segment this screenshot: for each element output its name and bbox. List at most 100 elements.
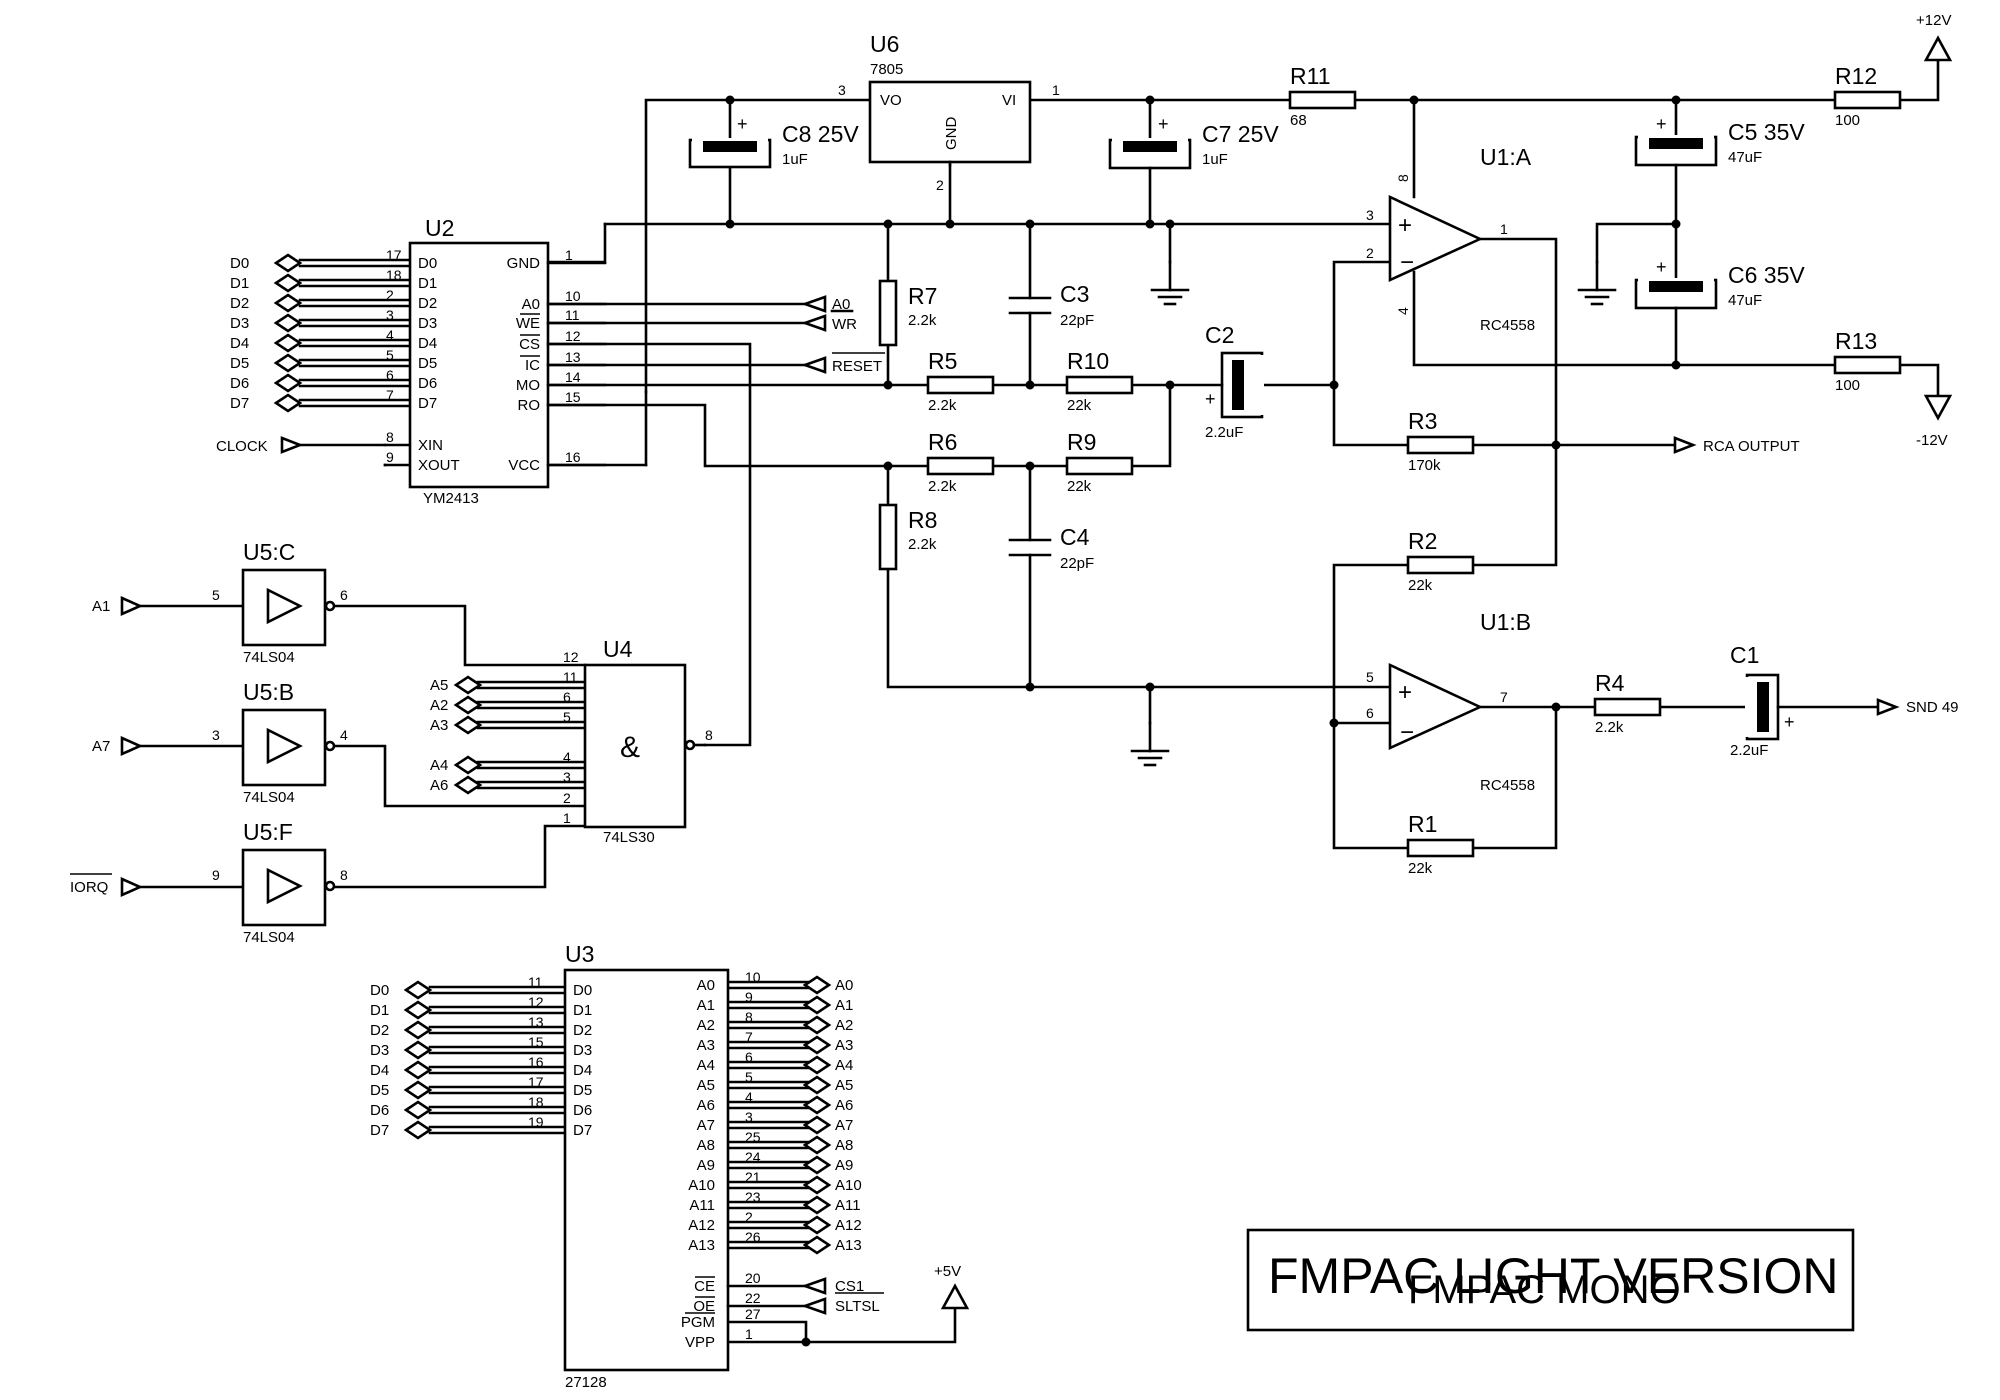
capacitor-c5: + C5 35V 47uF xyxy=(1634,114,1805,167)
title-box: FMPAC LIGHT VERSION FMPAC MONO xyxy=(1246,1228,1855,1332)
port-u3-data: D6 xyxy=(370,1102,389,1119)
port-u2-data: D5 xyxy=(230,355,249,372)
svg-text:2.2uF: 2.2uF xyxy=(1205,424,1243,441)
port-u2-data: D3 xyxy=(230,315,249,332)
bus-arrow xyxy=(802,1155,832,1175)
bus-arrow xyxy=(403,1100,433,1120)
bus-arrow xyxy=(802,1235,832,1255)
port-u4-addr: A3 xyxy=(430,717,448,734)
bus-arrow xyxy=(802,1075,832,1095)
bus-arrow xyxy=(403,1040,433,1060)
bus-arrow xyxy=(802,975,832,995)
svg-text:+: + xyxy=(1398,679,1412,706)
port-cs1: CS1 xyxy=(726,1277,864,1295)
u5b-model: 74LS04 xyxy=(243,789,295,806)
u2-pin-name: D4 xyxy=(418,335,437,352)
u2-pin-num: 4 xyxy=(386,327,394,343)
port-u3-data: D4 xyxy=(370,1062,389,1079)
inverter-u5f: U5:F 74LS04 9 8 xyxy=(212,819,348,946)
svg-text:C2: C2 xyxy=(1205,322,1234,348)
u5b-pin-out: 4 xyxy=(340,727,348,743)
bus-arrow xyxy=(802,1095,832,1115)
svg-text:WR: WR xyxy=(832,316,857,333)
bus-arrow xyxy=(453,755,483,775)
bus-arrow xyxy=(273,253,303,273)
u5c-pin-in: 5 xyxy=(212,587,220,603)
port-u3-addr: A1 xyxy=(835,997,853,1014)
u5c-model: 74LS04 xyxy=(243,649,295,666)
port-snd49: SND 49 xyxy=(1876,698,1959,716)
port-u3-data: D7 xyxy=(370,1122,389,1139)
u6-model: 7805 xyxy=(870,61,903,78)
port-u3-addr: A10 xyxy=(835,1177,862,1194)
u6-ref: U6 xyxy=(870,31,899,57)
u4-pin-num: 11 xyxy=(563,669,578,685)
bus-arrow xyxy=(802,1135,832,1155)
port-u3-addr: A4 xyxy=(835,1057,853,1074)
port-u3-data: D2 xyxy=(370,1022,389,1039)
u3-pin-num: 13 xyxy=(528,1014,544,1030)
u3-pin-num: 20 xyxy=(745,1270,761,1286)
u3-model: 27128 xyxy=(565,1374,607,1391)
svg-text:1uF: 1uF xyxy=(782,151,808,168)
port-u3-addr: A13 xyxy=(835,1237,862,1254)
svg-text:+: + xyxy=(1656,114,1667,134)
port-a0: A0 xyxy=(801,295,850,313)
svg-text:SND 49: SND 49 xyxy=(1906,699,1959,716)
port-u3-addr: A12 xyxy=(835,1217,862,1234)
port-u3-data: D5 xyxy=(370,1082,389,1099)
u2-pin-name: D7 xyxy=(418,395,437,412)
u4-symbol: & xyxy=(620,731,640,764)
u3-pin-num: 8 xyxy=(745,1009,753,1025)
u3-pin-num: 22 xyxy=(745,1290,761,1306)
u3-pin-num: 21 xyxy=(745,1169,761,1185)
port-a1: A1 xyxy=(92,595,144,617)
svg-text:2.2k: 2.2k xyxy=(908,312,937,329)
u3-pin-num: 2 xyxy=(745,1209,753,1225)
svg-text:+12V: +12V xyxy=(1916,12,1951,29)
port-clock: CLOCK xyxy=(216,436,304,455)
u3-pin-name: D3 xyxy=(573,1042,592,1059)
u3-pin-num: 24 xyxy=(745,1149,761,1165)
u2-model: YM2413 xyxy=(423,490,479,507)
bus-arrow xyxy=(802,995,832,1015)
u1b-model: RC4558 xyxy=(1480,777,1535,794)
u1b-pin-minus: 6 xyxy=(1366,705,1374,721)
svg-text:22k: 22k xyxy=(1067,397,1092,414)
u3-pin-name: A3 xyxy=(697,1037,715,1054)
u3-pin-num: 10 xyxy=(745,969,761,985)
svg-text:CLOCK: CLOCK xyxy=(216,438,268,455)
bus-arrow xyxy=(802,1035,832,1055)
resistor-r7: R72.2k xyxy=(878,279,937,347)
u2-pin-name: RO xyxy=(518,397,541,414)
inverter-u5b: U5:B 74LS04 3 4 xyxy=(212,679,348,806)
u2-pin-num: 10 xyxy=(565,288,581,304)
u3-pin-name: D6 xyxy=(573,1102,592,1119)
svg-text:R13: R13 xyxy=(1835,328,1877,354)
bus-arrow xyxy=(802,1015,832,1035)
bus-arrow xyxy=(453,675,483,695)
capacitor-c8: + C8 25V 1uF xyxy=(688,114,859,169)
port-sltsl: SLTSL xyxy=(726,1292,884,1315)
svg-text:−: − xyxy=(1400,719,1414,746)
port-u3-data: D1 xyxy=(370,1002,389,1019)
port-reset: RESET xyxy=(801,352,885,375)
u2-pin-name: D2 xyxy=(418,295,437,312)
u1a-pin-vcc: 8 xyxy=(1395,174,1411,182)
u3-pin-name: A9 xyxy=(697,1157,715,1174)
u5c-ref: U5:C xyxy=(243,539,295,565)
u4-pin-num: 1 xyxy=(563,810,571,826)
svg-text:-12V: -12V xyxy=(1916,432,1948,449)
u2-pin-num: 13 xyxy=(565,349,581,365)
u3-pin-num: 9 xyxy=(745,989,753,1005)
svg-text:R1: R1 xyxy=(1408,811,1437,837)
u1a-pin-out: 1 xyxy=(1500,221,1508,237)
u2-pin-num: 7 xyxy=(386,387,394,403)
u3-pin-name: A2 xyxy=(697,1017,715,1034)
bus-arrow xyxy=(273,373,303,393)
u1b-ref: U1:B xyxy=(1480,609,1531,635)
svg-text:2.2uF: 2.2uF xyxy=(1730,742,1768,759)
